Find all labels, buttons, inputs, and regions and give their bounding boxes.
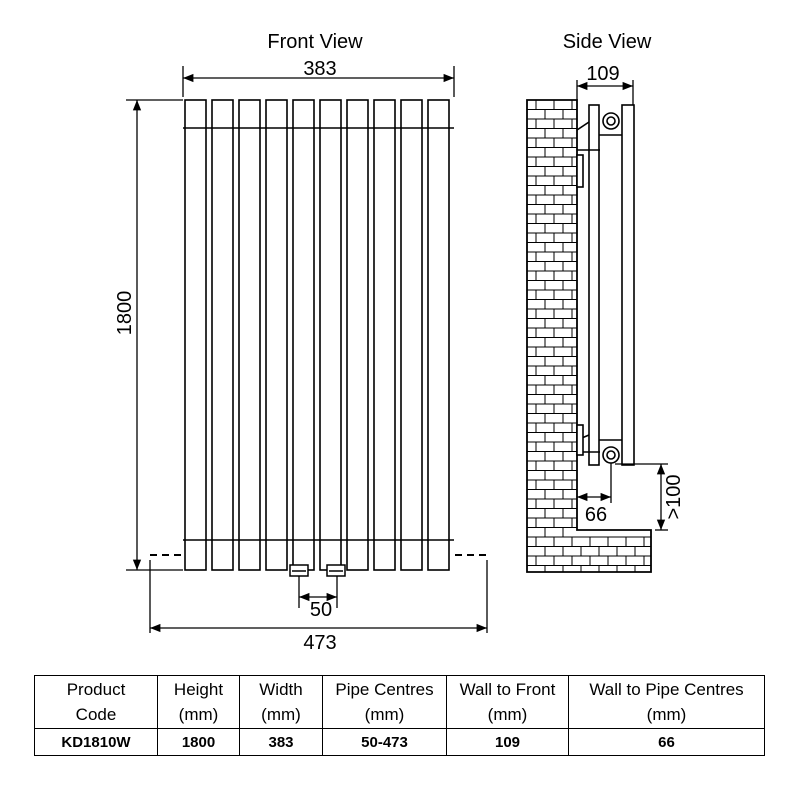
dim-wall-to-pipe-label: 66 xyxy=(585,504,607,526)
dim-floor-clearance-label: >100 xyxy=(663,474,685,519)
header-line: (mm) xyxy=(261,705,301,724)
header-cell: Pipe Centres (mm) xyxy=(322,675,447,729)
side-view-title: Side View xyxy=(563,31,652,53)
radiator-column xyxy=(265,99,288,571)
table-cell: 1800 xyxy=(157,728,240,756)
header-line: Code xyxy=(75,705,117,724)
brick-wall xyxy=(526,99,652,573)
inlet-pipes xyxy=(289,564,346,577)
radiator-columns xyxy=(183,99,454,571)
radiator-column xyxy=(319,99,342,571)
header-line: Width xyxy=(259,680,303,699)
dim-wall-to-front xyxy=(576,80,634,105)
header-cell: Height (mm) xyxy=(157,675,240,729)
dim-wall-to-pipe xyxy=(577,463,612,503)
dim-pipe-gap xyxy=(298,576,338,608)
front-view: Front View 383 1800 xyxy=(114,31,488,654)
header-line: Pipe Centres xyxy=(335,680,434,699)
dim-pipe-span xyxy=(149,560,488,633)
header-line: Wall to Front xyxy=(459,680,556,699)
radiator-column xyxy=(400,99,423,571)
dim-wall-to-front-label: 109 xyxy=(586,63,619,85)
radiator-side xyxy=(588,104,635,466)
table-cell: 109 xyxy=(446,728,569,756)
radiator-column xyxy=(427,99,450,571)
table-cell: 66 xyxy=(568,728,765,756)
dim-height xyxy=(126,99,183,571)
dim-pipe-gap-label: 50 xyxy=(310,599,332,621)
radiator-column xyxy=(292,99,315,571)
wall-brackets xyxy=(576,121,600,456)
radiator-column xyxy=(346,99,369,571)
header-cell: Wall to Pipe Centres (mm) xyxy=(568,675,765,729)
header-line: Product xyxy=(66,680,126,699)
radiator-column xyxy=(184,99,207,571)
dim-pipe-span-label: 473 xyxy=(303,632,336,654)
header-line: Wall to Pipe Centres xyxy=(589,680,744,699)
radiator-column xyxy=(238,99,261,571)
header-line: (mm) xyxy=(364,705,405,724)
radiator-column xyxy=(373,99,396,571)
header-cell: Wall to Front (mm) xyxy=(446,675,569,729)
dim-width-label: 383 xyxy=(303,58,336,80)
header-line: (mm) xyxy=(178,705,219,724)
dim-width xyxy=(182,66,455,97)
header-line: (mm) xyxy=(646,705,687,724)
table-cell: 383 xyxy=(239,728,323,756)
header-cell: Width (mm) xyxy=(239,675,323,729)
dim-height-label: 1800 xyxy=(114,291,136,336)
technical-drawing: Front View 383 1800 xyxy=(114,31,685,654)
table-cell: 50-473 xyxy=(322,728,447,756)
table-cell: KD1810W xyxy=(34,728,158,756)
radiator-column xyxy=(211,99,234,571)
front-view-title: Front View xyxy=(267,31,363,53)
side-view: Side View xyxy=(526,31,685,573)
dim-floor-clearance xyxy=(615,463,668,531)
header-line: Height xyxy=(173,680,224,699)
header-line: (mm) xyxy=(487,705,528,724)
